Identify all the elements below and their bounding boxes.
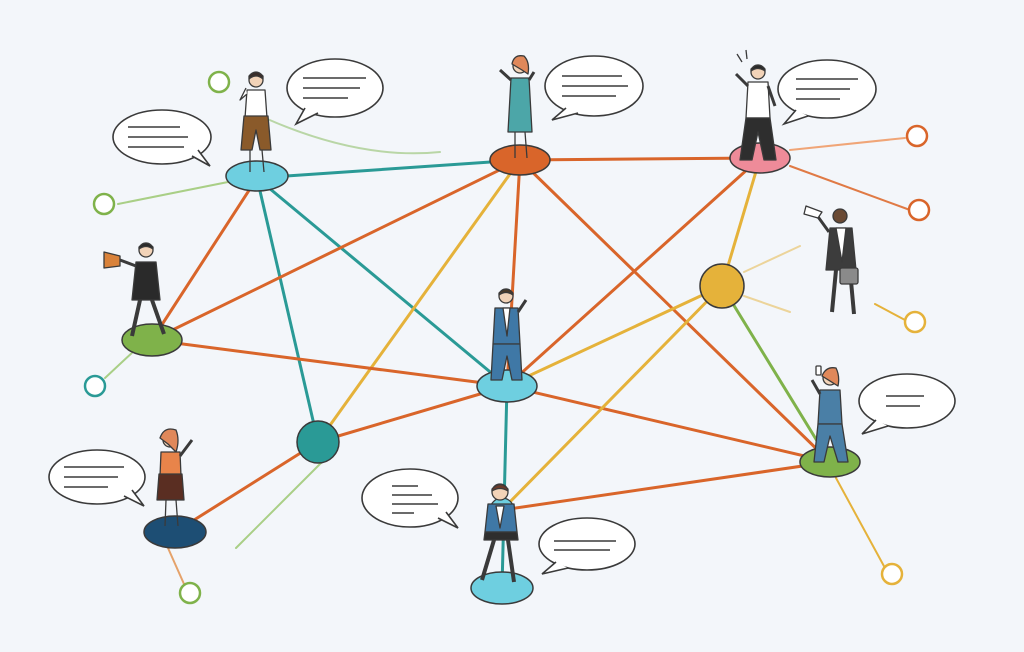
speech-bubble: [361, 468, 459, 529]
faint-link: [104, 349, 136, 379]
edge: [150, 338, 509, 388]
edge: [518, 158, 832, 464]
faint-link: [743, 295, 791, 313]
faint-links: [104, 117, 911, 585]
faint-link: [789, 137, 906, 151]
platform-top-right: [729, 142, 791, 174]
speech-bubbles: [48, 55, 956, 575]
faint-link: [874, 303, 906, 321]
person-waving-figure: [490, 288, 528, 381]
edge: [173, 440, 320, 534]
platform-mid-left: [121, 323, 183, 357]
hub-node-teal: [296, 420, 340, 464]
platform-bottom-center: [470, 571, 534, 605]
platform-center: [476, 369, 538, 403]
speech-bubble: [286, 58, 384, 126]
terminal-circle: [92, 192, 116, 216]
edge: [316, 158, 522, 444]
edge: [720, 284, 832, 464]
faint-link: [743, 245, 801, 273]
edge: [505, 284, 724, 388]
platform-bottom-left: [143, 515, 207, 549]
terminal-circle: [903, 310, 927, 334]
speech-bubble: [777, 59, 877, 126]
edge: [150, 176, 259, 342]
speech-bubble: [112, 109, 212, 167]
platform-top-center: [489, 144, 551, 176]
edge: [150, 158, 522, 342]
faint-link: [235, 461, 323, 549]
terminals: [83, 70, 931, 605]
edge: [316, 384, 509, 444]
terminal-circle: [905, 124, 929, 148]
speech-bubble: [544, 55, 644, 121]
person-megaphone-briefcase-figure: [803, 205, 859, 315]
terminal-circle: [178, 581, 202, 605]
edge: [505, 384, 832, 464]
faint-link: [789, 165, 911, 211]
faint-link: [264, 117, 441, 155]
person-speaking-figure: [156, 428, 194, 527]
edge: [500, 460, 832, 512]
speech-bubble: [48, 449, 146, 507]
edge: [518, 156, 762, 162]
faint-link: [167, 547, 185, 585]
person-thinking-figure: [239, 71, 272, 173]
edge: [255, 176, 509, 388]
person-talking-figure: [498, 55, 536, 159]
terminal-circle: [907, 198, 931, 222]
hub-node-gold: [699, 263, 745, 309]
person-phone-figure: [810, 365, 849, 463]
platform-right: [799, 446, 861, 478]
edge: [255, 158, 522, 180]
terminal-circle: [880, 562, 904, 586]
terminal-circle: [207, 70, 231, 94]
faint-link: [835, 477, 886, 569]
terminal-circle: [83, 374, 107, 398]
person-gesturing-figure: [734, 49, 777, 161]
edge: [255, 176, 320, 444]
faint-link: [117, 179, 239, 205]
people: [103, 49, 859, 583]
person-megaphone-figure: [103, 242, 166, 337]
edge: [505, 156, 762, 388]
person-walking-figure: [480, 483, 519, 583]
speech-bubble: [858, 373, 956, 435]
speech-bubble: [538, 517, 636, 575]
platform-top-left: [225, 160, 289, 192]
edge: [500, 284, 724, 512]
hubs: [296, 263, 745, 464]
